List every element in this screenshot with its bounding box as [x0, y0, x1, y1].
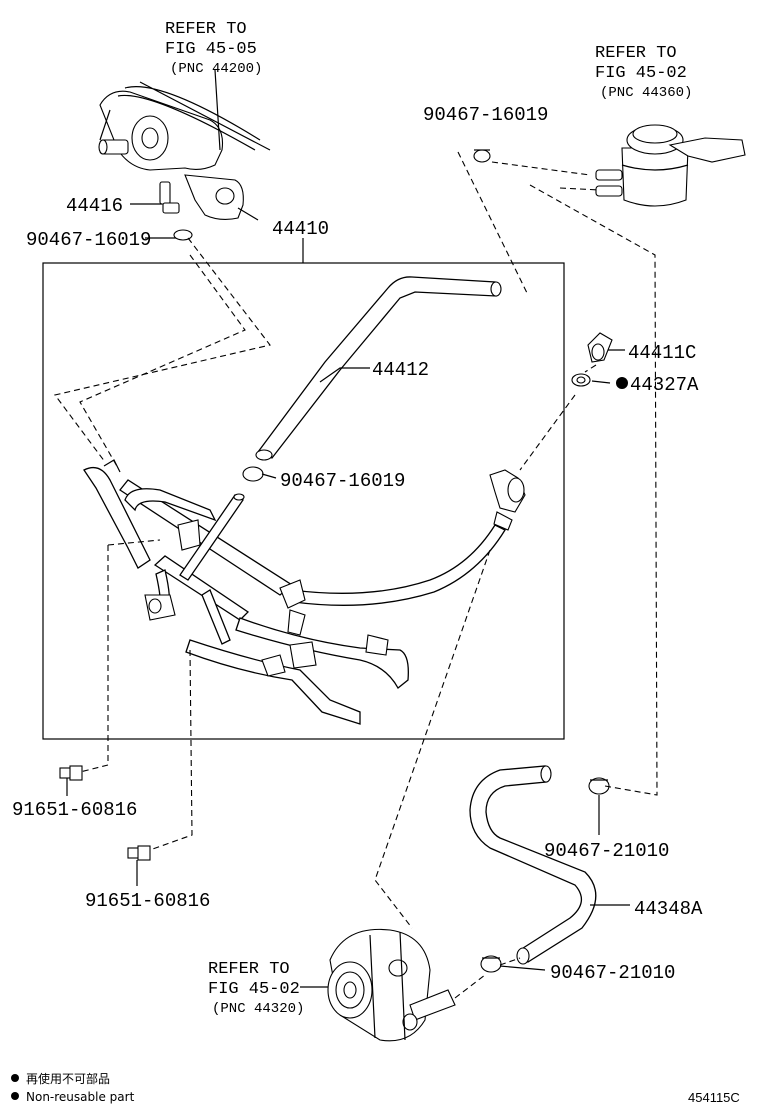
- ref-top-right-line3: (PNC 44360): [600, 85, 692, 101]
- ref-bottom-left-line2: FIG 45-02: [208, 980, 300, 999]
- clamp-top-drawing: [473, 149, 491, 163]
- steering-gear-drawing: [98, 81, 271, 221]
- label-44416: 44416: [66, 195, 123, 217]
- ref-bottom-left-line1: REFER TO: [208, 960, 290, 979]
- return-hose-44348a-drawing: [469, 765, 597, 965]
- ref-top-left-line1: REFER TO: [165, 20, 247, 39]
- label-44412: 44412: [372, 359, 429, 381]
- label-44348a: 44348A: [634, 898, 703, 920]
- ref-top-left-line3: (PNC 44200): [170, 61, 262, 77]
- label-44410: 44410: [272, 218, 329, 240]
- hose-44412-drawing: [255, 276, 502, 461]
- label-clamp-low: 90467-21010: [544, 840, 669, 862]
- clamp-pump-drawing: [480, 955, 502, 973]
- reservoir-drawing: [595, 124, 746, 207]
- fitting-44416-drawing: [159, 181, 193, 241]
- label-bolt2: 91651-60816: [85, 890, 210, 912]
- label-clamp-mid: 90467-16019: [280, 470, 405, 492]
- label-44327a: 44327A: [630, 374, 699, 396]
- figure-id: 454115C: [688, 1090, 740, 1105]
- clamp-low-drawing: [588, 777, 610, 795]
- legend-bullet-2: [11, 1092, 19, 1100]
- label-44411c: 44411C: [628, 342, 696, 364]
- ref-top-left-line2: FIG 45-05: [165, 40, 257, 59]
- label-clamp-left: 90467-16019: [26, 229, 151, 251]
- ref-top-right-line1: REFER TO: [595, 44, 677, 63]
- leader-lines: [66, 69, 630, 988]
- label-clamp-pump: 90467-21010: [550, 962, 675, 984]
- pump-drawing: [327, 928, 456, 1042]
- label-clamp-top: 90467-16019: [423, 104, 548, 126]
- ref-top-right-line2: FIG 45-02: [595, 64, 687, 83]
- legend-en: Non-reusable part: [26, 1090, 135, 1104]
- union-44411c-drawing: [587, 332, 613, 363]
- non-reusable-bullet: [616, 377, 628, 389]
- gasket-44327a-drawing: [571, 373, 591, 387]
- legend-bullet-1: [11, 1074, 19, 1082]
- pressure-tube-drawing: [83, 459, 526, 725]
- connection-lines: [54, 151, 658, 999]
- clamp-mid-drawing: [242, 466, 264, 482]
- ref-bottom-left-line3: (PNC 44320): [212, 1001, 304, 1017]
- label-bolt1: 91651-60816: [12, 799, 137, 821]
- legend-cn: 再使用不可部品: [26, 1071, 110, 1086]
- bolt1-drawing: [59, 765, 83, 781]
- bolt2-drawing: [127, 845, 151, 861]
